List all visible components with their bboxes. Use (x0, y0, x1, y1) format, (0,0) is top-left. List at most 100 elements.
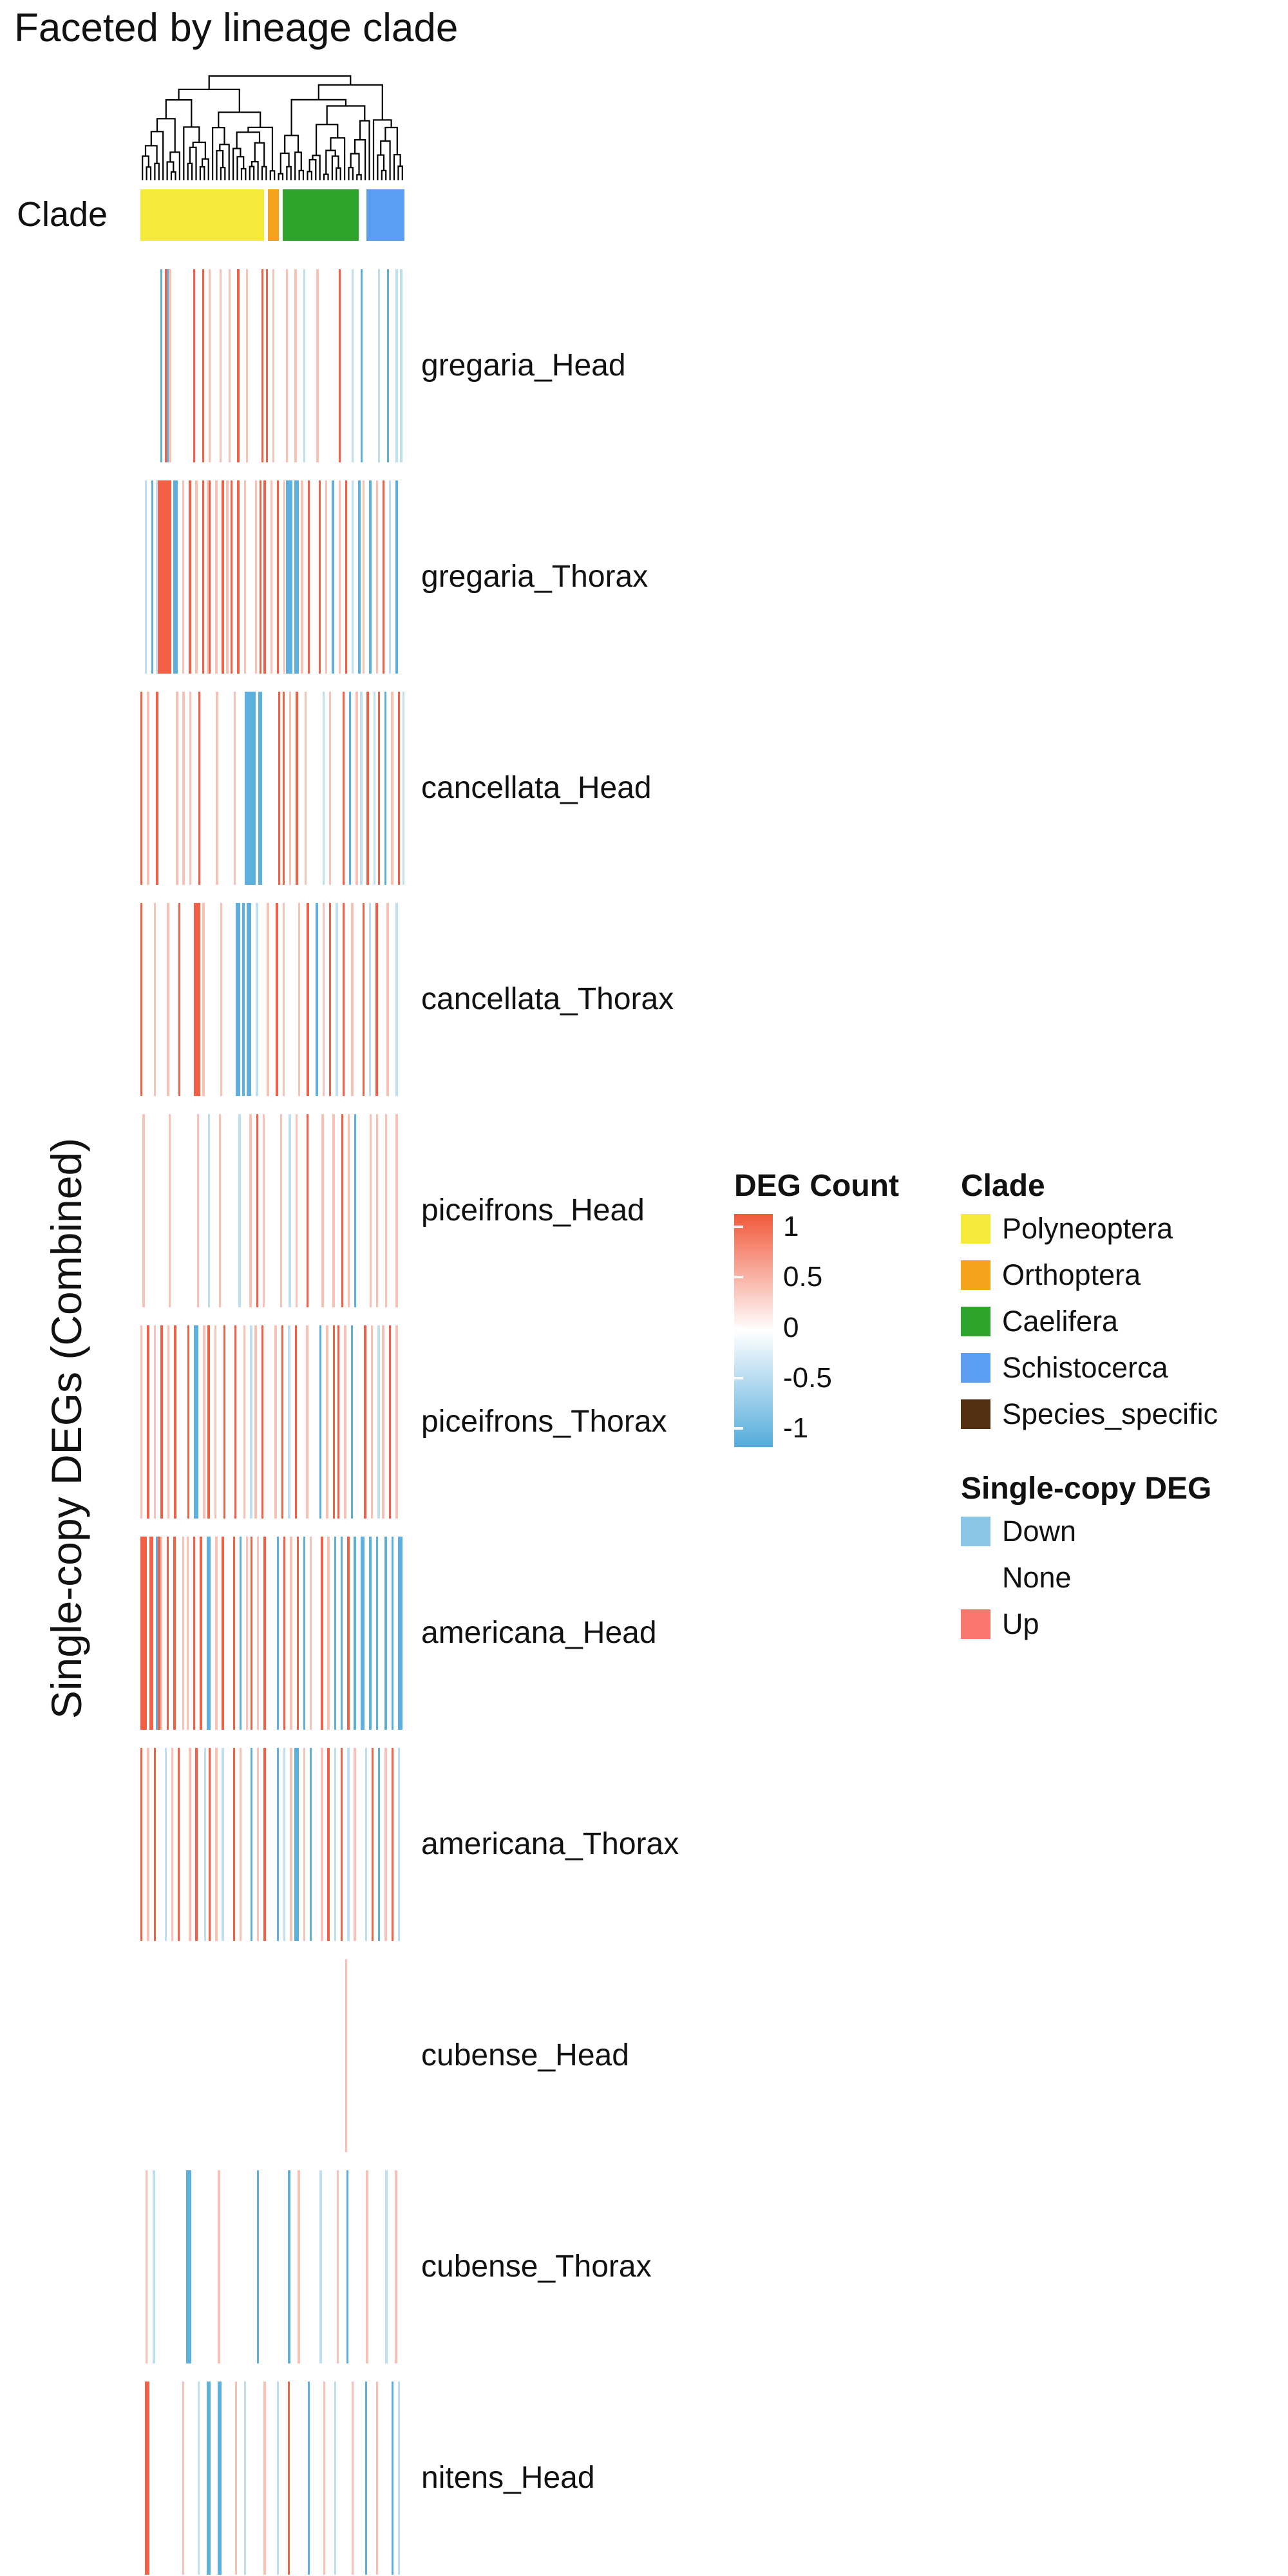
heatmap-cell (397, 1748, 401, 1941)
heatmap-cell (375, 480, 378, 674)
heatmap-cell (391, 2382, 393, 2575)
heatmap-cell (256, 2170, 260, 2363)
heatmap-cell (232, 1537, 235, 1730)
heatmap-cell (355, 692, 358, 885)
heatmap-cell (247, 692, 249, 885)
heatmap-cell (395, 269, 398, 462)
heatmap-cell (238, 1114, 241, 1307)
heatmap-cell (328, 692, 332, 885)
heatmap-cell (160, 1325, 163, 1519)
clade-legend-label-caelifera: Caelifera (1002, 1305, 1119, 1338)
heatmap-cell (250, 1325, 252, 1519)
clade-annotation-bar (140, 189, 404, 241)
heatmap-cell (214, 1325, 217, 1519)
heatmap-cell (295, 1114, 298, 1307)
heatmap-cell (167, 903, 169, 1096)
heatmap-cell (318, 480, 321, 674)
heatmap-cell (303, 1537, 306, 1730)
heatmap-cell (384, 1114, 387, 1307)
heatmap-cell (346, 2170, 349, 2363)
heatmap-cell (384, 692, 387, 885)
colorbar-tick-mark (734, 1225, 743, 1228)
clade-legend-item-orthoptera: Orthoptera (961, 1258, 1218, 1291)
heatmap-cell (395, 1114, 398, 1307)
heatmap-cell (216, 692, 218, 885)
heatmap-cell (327, 1537, 330, 1730)
heatmap-cell (182, 480, 185, 674)
heatmap-cell (147, 2382, 149, 2575)
heatmap-strip-americana_Thorax (140, 1748, 404, 1941)
y-axis-label: Single-copy DEGs (Combined) (43, 1137, 90, 1719)
heatmap-cell (287, 480, 290, 674)
heatmap-cell (203, 1325, 205, 1519)
heatmap-cell (296, 480, 299, 674)
heatmap-cell (193, 269, 196, 462)
heatmap-cell (222, 1748, 224, 1941)
heatmap-cell (397, 2382, 401, 2575)
heatmap-cell (368, 903, 372, 1096)
heatmap-cell (215, 1537, 218, 1730)
heatmap-cell (354, 1114, 357, 1307)
heatmap-cell (296, 1748, 299, 1941)
heatmap-cell (322, 692, 325, 885)
heatmap-cell (197, 1114, 200, 1307)
heatmap-cell (276, 2382, 279, 2575)
heatmap-cell (306, 1325, 308, 1519)
heatmap-strip-gregaria_Thorax (140, 480, 404, 674)
heatmap-cell (304, 692, 307, 885)
heatmap-cell (340, 1748, 343, 1941)
heatmap-cell (321, 1537, 323, 1730)
heatmap-cell (276, 1748, 279, 1941)
heatmap-strip-cancellata_Head (140, 692, 404, 885)
clade-legend-swatch-polyneoptera (961, 1214, 990, 1244)
heatmap-cell (334, 2382, 337, 2575)
heatmap-cell (228, 269, 231, 462)
heatmap-cell (234, 1325, 237, 1519)
heatmap-strip-nitens_Head (140, 2382, 404, 2575)
heatmap-cell (231, 480, 233, 674)
heatmap-cell (400, 1537, 402, 1730)
heatmap-cell (298, 903, 301, 1096)
heatmap-cell (341, 1114, 344, 1307)
single-copy-deg-legend-title: Single-copy DEG (961, 1472, 1212, 1506)
heatmap-cell (169, 1114, 171, 1307)
heatmap-cell (186, 2170, 189, 2363)
heatmap-cell (402, 692, 404, 885)
heatmap-cell (358, 480, 361, 674)
heatmap-cell (290, 480, 292, 674)
heatmap-cell (391, 1748, 393, 1941)
heatmap-cell (364, 1325, 366, 1519)
heatmap-cell (294, 269, 297, 462)
heatmap-cell (371, 1748, 374, 1941)
heatmap-cell (283, 480, 286, 674)
heatmap-cell (375, 2382, 378, 2575)
heatmap-cell (202, 269, 205, 462)
colorbar-tick-label: -1 (783, 1412, 809, 1444)
heatmap-cell (369, 1114, 372, 1307)
heatmap-cell (142, 1114, 145, 1307)
heatmap-cell (377, 692, 381, 885)
heatmap-cell (189, 2170, 191, 2363)
heatmap-cell (259, 480, 261, 674)
heatmap-cell (281, 1325, 284, 1519)
heatmap-cell (202, 903, 205, 1096)
heatmap-cell (254, 480, 258, 674)
heatmap-cell (397, 692, 401, 885)
facet-label-cubense_Head: cubense_Head (421, 2038, 629, 2072)
heatmap-cell (152, 2170, 155, 2363)
heatmap-cell (321, 1114, 324, 1307)
facet-label-americana_Head: americana_Head (421, 1616, 657, 1650)
heatmap-cell (316, 269, 319, 462)
heatmap-cell (303, 1748, 306, 1941)
heatmap-cell (206, 1537, 209, 1730)
heatmap-cell (384, 1537, 387, 1730)
heatmap-cell (289, 1114, 291, 1307)
heatmap-cell (164, 1748, 167, 1941)
heatmap-cell (198, 903, 201, 1096)
heatmap-cell (375, 903, 378, 1096)
heatmap-cell (279, 1114, 283, 1307)
heatmap-cell (276, 1537, 279, 1730)
clade-legend-label-orthoptera: Orthoptera (1002, 1258, 1141, 1291)
heatmap-cell (395, 1325, 398, 1519)
